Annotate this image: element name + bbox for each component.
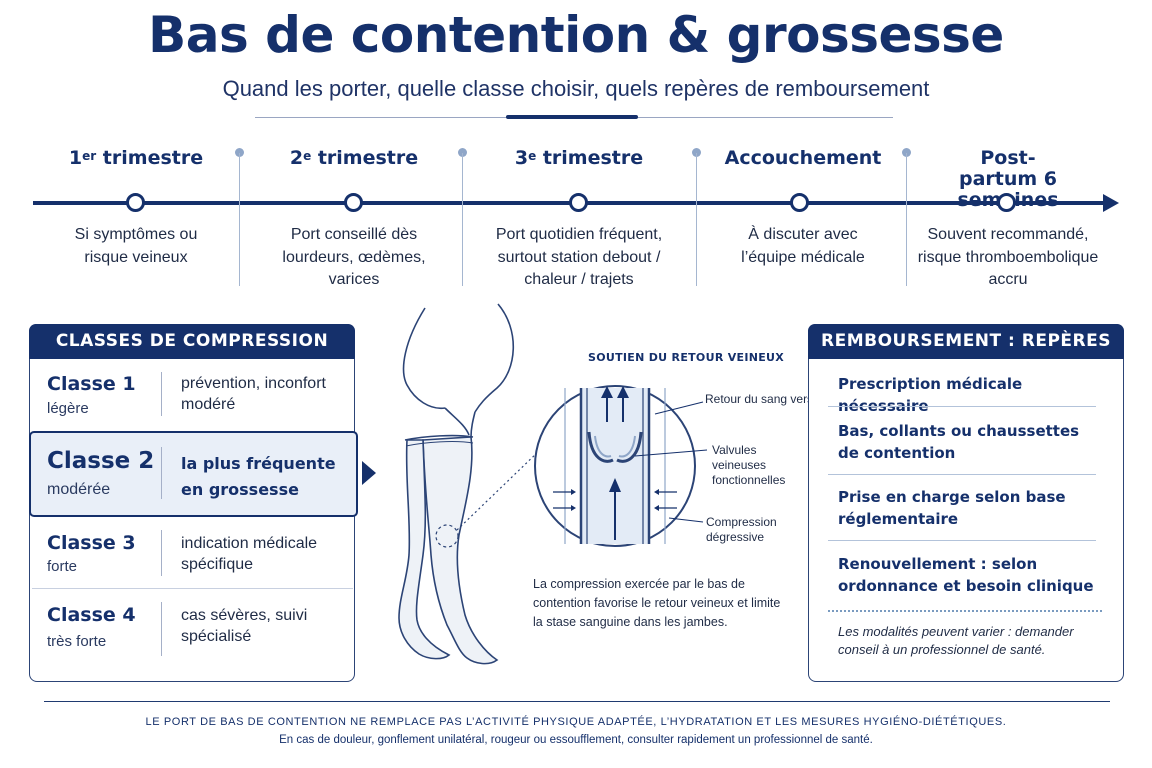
- leg-stocking-illustration: [398, 303, 541, 665]
- class-name: Classe 1: [47, 373, 136, 395]
- timeline-stage-label: 2e trimestre: [289, 147, 419, 169]
- page-title: Bas de contention & grossesse: [148, 6, 1004, 64]
- footer-disclaimer: LE PORT DE BAS DE CONTENTION NE REMPLACE…: [145, 716, 1007, 728]
- timeline-stage-desc: Port quotidien fréquent, surtout station…: [495, 226, 663, 288]
- class-separator: [161, 447, 162, 499]
- class-row-4: Classe 4 très forte cas sévères, suivi s…: [30, 592, 355, 668]
- reimbursement-divider: [828, 474, 1096, 475]
- timeline-marker: [790, 193, 809, 212]
- timeline-stage-label: Accouchement: [724, 147, 882, 169]
- reimbursement-item: Prise en charge selon base réglementaire: [838, 488, 1066, 528]
- footer-warning: En cas de douleur, gonflement unilatéral…: [279, 734, 873, 746]
- timeline-separator: [239, 153, 240, 286]
- timeline-stage-desc: Port conseillé dès lourdeurs, œdèmes, va…: [282, 226, 426, 288]
- label-compression: Compression dégressive: [706, 515, 777, 544]
- reimbursement-divider: [828, 540, 1096, 541]
- reimbursement-item: Bas, collants ou chaussettes de contenti…: [838, 422, 1080, 462]
- class-description: la plus fréquente en grossesse: [181, 454, 336, 499]
- class-2-highlight: [29, 431, 358, 517]
- timeline-marker: [126, 193, 145, 212]
- timeline-stage-label: 3e trimestre: [514, 147, 644, 169]
- timeline-separator-dot: [235, 148, 244, 157]
- timeline-separator-dot: [692, 148, 701, 157]
- class-level: légère: [47, 400, 89, 417]
- class-row-3: Classe 3 forte indication médicale spéci…: [30, 520, 355, 586]
- reimbursement-item: Prescription médicale nécessaire: [838, 375, 1023, 415]
- timeline-stage-desc: Si symptômes ou risque veineux: [74, 226, 198, 266]
- page-subtitle: Quand les porter, quelle classe choisir,…: [222, 76, 930, 101]
- class-separator: [161, 530, 162, 576]
- vein-valve-illustration: [534, 385, 708, 547]
- class-description: indication médicale spécifique: [181, 535, 318, 573]
- pointer-arrow-icon: [362, 461, 376, 485]
- timeline-arrow-icon: [1103, 194, 1119, 212]
- compression-classes-heading: CLASSES DE COMPRESSION: [29, 324, 355, 359]
- reimbursement-item: Renouvellement : selon ordonnance et bes…: [838, 555, 1094, 595]
- timeline-separator-dot: [458, 148, 467, 157]
- vein-illustration-title: SOUTIEN DU RETOUR VEINEUX: [588, 351, 785, 364]
- class-description: cas sévères, suivi spécialisé: [181, 607, 308, 645]
- class-level: forte: [47, 558, 78, 575]
- row-divider: [32, 588, 353, 589]
- reimbursement-heading: REMBOURSEMENT : REPÈRES: [808, 324, 1124, 359]
- label-valves: Valvules veineuses fonctionnelles: [712, 443, 786, 487]
- class-name: Classe 3: [47, 532, 136, 554]
- reimbursement-divider: [828, 406, 1096, 407]
- reimbursement-note: Les modalités peuvent varier : demander …: [838, 624, 1074, 657]
- timeline-separator: [906, 153, 907, 286]
- timeline-separator: [462, 153, 463, 286]
- class-level: très forte: [47, 633, 107, 650]
- class-row-1: Classe 1 légère prévention, inconfort mo…: [30, 360, 355, 430]
- class-level: modérée: [47, 481, 111, 498]
- class-name: Classe 2: [47, 448, 155, 474]
- timeline-marker: [997, 193, 1016, 212]
- timeline-marker: [569, 193, 588, 212]
- timeline-separator-dot: [902, 148, 911, 157]
- timeline-stage-desc: À discuter avec l’équipe médicale: [741, 226, 865, 266]
- reimbursement-dotted-divider: [828, 610, 1102, 612]
- timeline-stage-label: 1er trimestre: [68, 147, 204, 169]
- reimbursement-panel: [808, 324, 1124, 682]
- class-separator: [161, 602, 162, 656]
- class-description: prévention, inconfort modéré: [181, 375, 326, 413]
- illustration-caption: La compression exercée par le bas de con…: [533, 577, 781, 629]
- class-separator: [161, 372, 162, 416]
- timeline-marker: [344, 193, 363, 212]
- timeline-stage-desc: Souvent recommandé, risque thromboemboli…: [917, 226, 1099, 288]
- timeline-separator: [696, 153, 697, 286]
- footer-rule: [44, 701, 1110, 702]
- class-row-2: Classe 2 modérée la plus fréquente en gr…: [30, 431, 355, 517]
- class-name: Classe 4: [47, 604, 136, 626]
- subtitle-rule-accent: [506, 115, 638, 119]
